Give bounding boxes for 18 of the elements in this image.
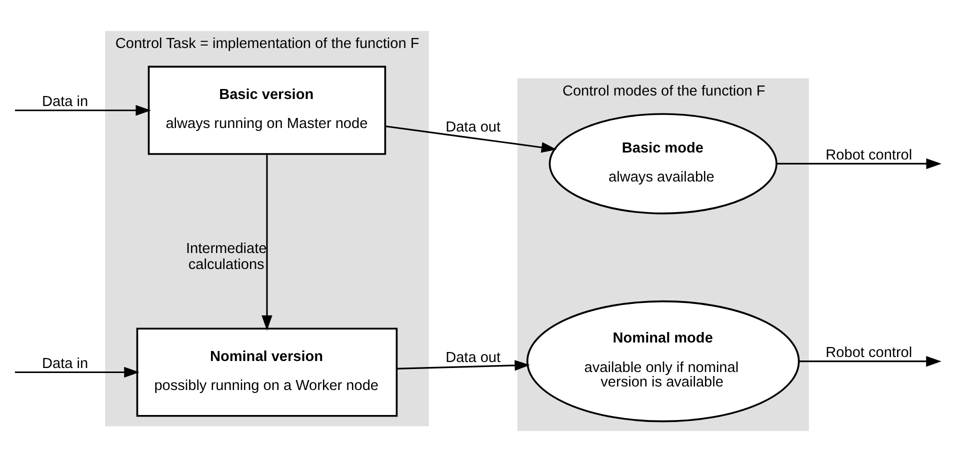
arrow [14, 366, 140, 378]
node-ellipse: Nominal mode available only if nominal version is available [526, 300, 800, 422]
edge-label: Robot control [826, 345, 912, 362]
edge-label: Data out [446, 350, 501, 366]
arrow [262, 154, 272, 331]
arrow [397, 360, 530, 371]
edge-label: Data out [446, 120, 501, 136]
edge-label: Intermediate calculations [186, 241, 267, 273]
edge-label: Data in [42, 356, 88, 372]
node-box: Basic version always running on Master node [148, 66, 386, 155]
arrow [776, 158, 942, 170]
node-ellipse: Basic mode always available [548, 113, 778, 214]
arrow [798, 356, 942, 367]
node-box: Nominal version possibly running on a Worker node [136, 328, 398, 417]
edge-label: Data in [42, 94, 88, 110]
arrow [385, 125, 557, 153]
arrow [14, 105, 152, 116]
edge-label: Robot control [826, 148, 912, 164]
